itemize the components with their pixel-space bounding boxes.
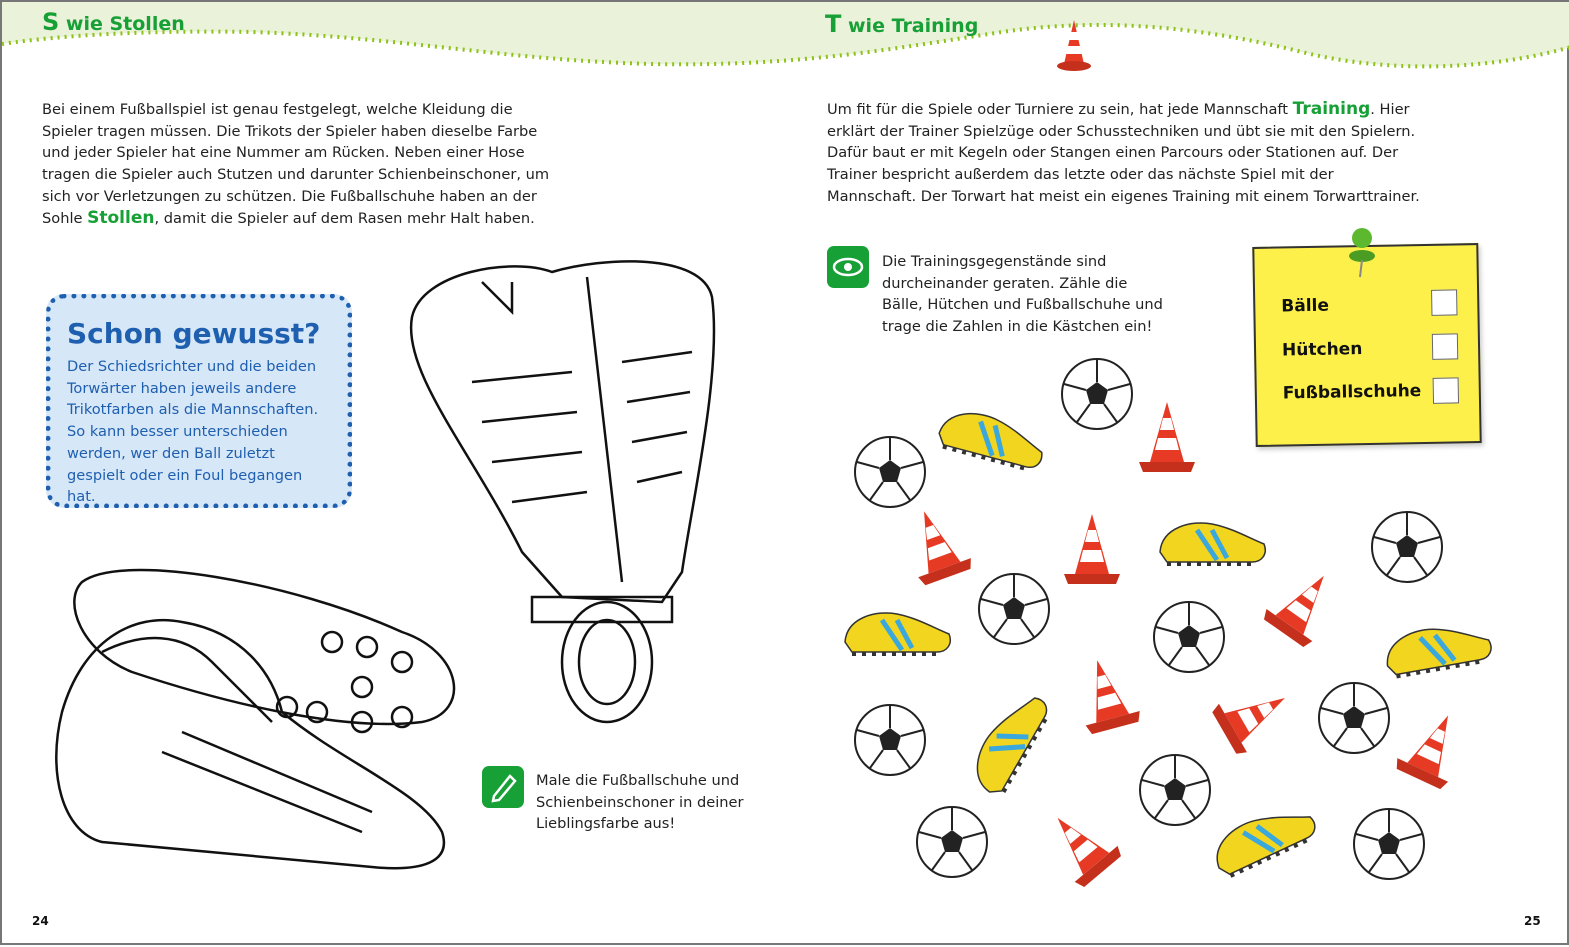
ball (1153, 601, 1225, 673)
left-intro: Bei einem Fußballspiel ist genau festgel… (42, 101, 550, 228)
info-title: Schon gewusst? (67, 317, 321, 350)
page-number-left: 24 (32, 914, 49, 928)
right-task: Die Trainingsgegenstände sind durcheinan… (882, 253, 1163, 336)
ball (916, 806, 988, 878)
ball (1371, 511, 1443, 583)
header-wave (2, 2, 1569, 69)
eye-icon (827, 246, 869, 288)
cone (1260, 559, 1347, 650)
left-header: S wie Stollen (42, 8, 185, 36)
cone (1210, 673, 1299, 758)
pencil-icon (482, 766, 524, 808)
cone (1036, 799, 1125, 890)
ball (854, 704, 926, 776)
ball (1061, 358, 1133, 430)
football-boot (1207, 797, 1320, 879)
right-intro: Um fit für die Spiele oder Turniere zu s… (827, 99, 1420, 205)
ball (854, 436, 926, 508)
cone (1139, 402, 1195, 472)
cone (897, 501, 975, 587)
page-number-right: 25 (1524, 914, 1541, 928)
ball (1139, 754, 1211, 826)
football-boot (1160, 523, 1265, 564)
coloring-illustration (55, 260, 716, 870)
info-text: Der Schiedsrichter und die beiden Torwär… (67, 358, 319, 506)
football-boot (965, 686, 1053, 798)
ball (1353, 808, 1425, 880)
football-boot (936, 405, 1048, 472)
ball (1318, 682, 1390, 754)
cone (1070, 653, 1143, 736)
football-boot (1382, 619, 1493, 678)
shin-guards-drawing (409, 260, 716, 724)
cone (1393, 703, 1474, 791)
header-cone-icon (1057, 20, 1091, 71)
right-header: T wie Training (825, 10, 979, 38)
ball (978, 573, 1050, 645)
football-boot (845, 613, 950, 654)
football-boots-drawing (55, 568, 456, 870)
info-box: Schon gewusst? Der Schiedsrichter und di… (46, 294, 352, 508)
left-task: Male die Fußballschuhe und Schienbeinsch… (536, 772, 744, 833)
pushpin-icon (1349, 228, 1375, 278)
cone (1064, 514, 1120, 584)
